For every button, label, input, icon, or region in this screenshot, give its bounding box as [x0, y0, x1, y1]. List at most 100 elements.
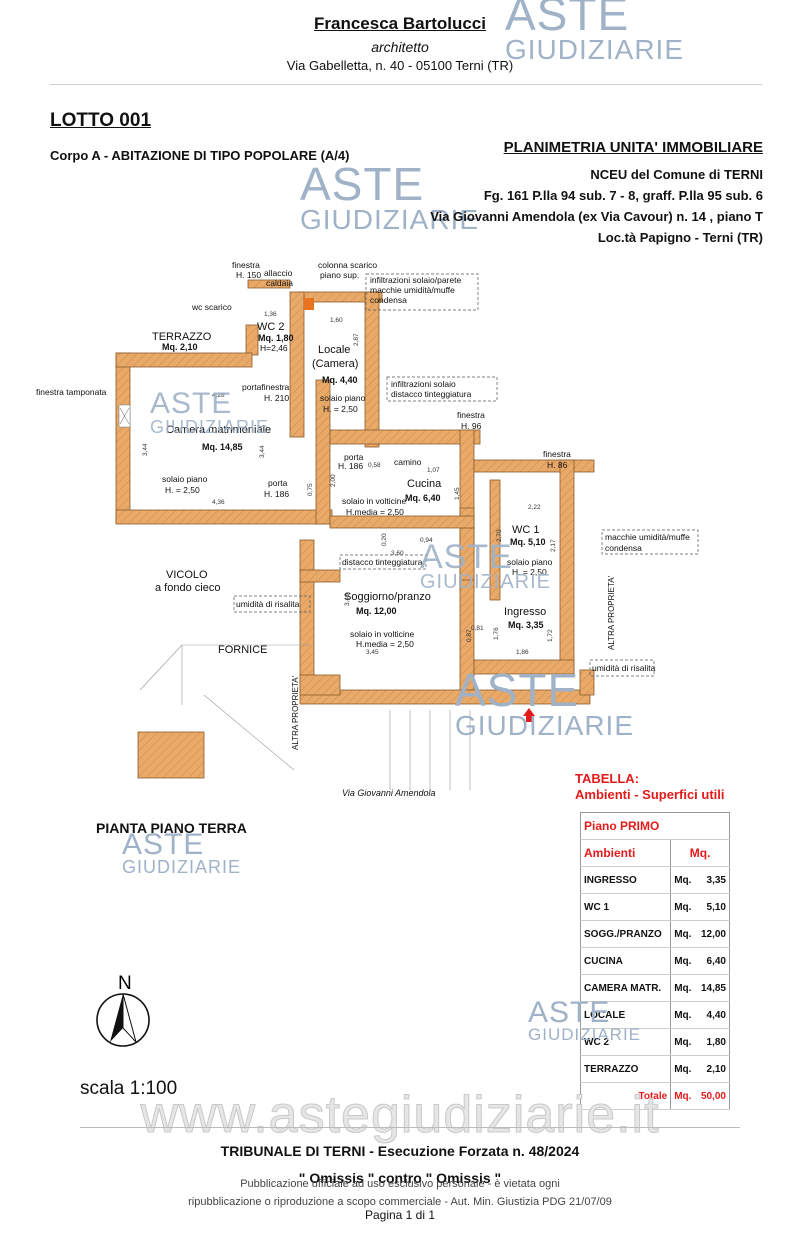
svg-text:solaio in volticine: solaio in volticine — [342, 496, 407, 506]
svg-text:Via Giovanni Amendola: Via Giovanni Amendola — [342, 788, 436, 798]
svg-text:H. 186: H. 186 — [264, 489, 289, 499]
svg-text:solaio piano: solaio piano — [162, 474, 208, 484]
svg-text:1,07: 1,07 — [427, 467, 440, 474]
svg-text:H. 210: H. 210 — [264, 393, 289, 403]
plan-line-1: NCEU del Comune di TERNI — [590, 167, 763, 182]
svg-text:0,75: 0,75 — [307, 483, 314, 496]
svg-text:0,81: 0,81 — [471, 625, 484, 632]
svg-text:3,44: 3,44 — [142, 443, 149, 456]
svg-text:H. 96: H. 96 — [461, 421, 482, 431]
svg-text:portafinestra: portafinestra — [242, 382, 290, 392]
plan-line-4: Loc.tà Papigno - Terni (TR) — [597, 230, 763, 245]
svg-text:wc scarico: wc scarico — [191, 302, 232, 312]
architect-role: architetto — [371, 39, 429, 55]
publication-note-2: ripubblicazione o riproduzione a scopo c… — [188, 1196, 612, 1208]
svg-text:4,28: 4,28 — [212, 392, 225, 399]
svg-text:0,58: 0,58 — [368, 462, 381, 469]
svg-text:1,72: 1,72 — [547, 629, 554, 642]
table-subtitle: Ambienti - Superfici utili — [575, 787, 725, 802]
svg-text:ALTRA PROPRIETA': ALTRA PROPRIETA' — [607, 575, 616, 650]
svg-text:(Camera): (Camera) — [312, 358, 358, 370]
svg-text:macchie umidità/muffe: macchie umidità/muffe — [605, 532, 690, 542]
svg-text:2,17: 2,17 — [550, 539, 557, 552]
svg-text:1,45: 1,45 — [454, 487, 461, 500]
svg-text:2,00: 2,00 — [330, 474, 337, 487]
table-row: CAMERA MATR.Mq.14,85 — [580, 974, 730, 1002]
architect-address: Via Gabelletta, n. 40 - 05100 Terni (TR) — [286, 58, 514, 73]
svg-text:piano sup.: piano sup. — [320, 270, 359, 280]
omissis-line: " Omissis " contro " Omissis " — [298, 1170, 502, 1186]
svg-text:1,86: 1,86 — [516, 649, 529, 656]
svg-text:1,60: 1,60 — [330, 317, 343, 324]
svg-text:Mq. 6,40: Mq. 6,40 — [405, 493, 441, 503]
svg-text:Mq. 14,85: Mq. 14,85 — [202, 442, 243, 452]
north-arrow-icon: N — [96, 973, 150, 1047]
svg-text:porta: porta — [268, 478, 288, 488]
boiler-marker — [304, 298, 314, 310]
floor-plan: finestra H. 150 allaccio caldaia colonna… — [36, 260, 699, 798]
svg-text:3,60: 3,60 — [391, 550, 404, 557]
lotto-title: LOTTO 001 — [50, 110, 152, 131]
svg-text:Soggiorno/pranzo: Soggiorno/pranzo — [344, 591, 431, 603]
svg-text:a fondo cieco: a fondo cieco — [155, 582, 220, 594]
svg-text:H. = 2,50: H. = 2,50 — [323, 404, 358, 414]
architect-name: Francesca Bartolucci — [314, 14, 486, 33]
svg-text:infiltrazioni solaio: infiltrazioni solaio — [391, 379, 456, 389]
svg-text:infiltrazioni solaio/parete: infiltrazioni solaio/parete — [370, 275, 461, 285]
svg-text:WC 1: WC 1 — [512, 524, 540, 536]
svg-text:H.media = 2,50: H.media = 2,50 — [356, 639, 414, 649]
svg-text:H. 186: H. 186 — [338, 461, 363, 471]
table-piano: Piano PRIMO — [580, 812, 730, 840]
svg-text:Ingresso: Ingresso — [504, 606, 546, 618]
table-total-row: Totale Mq. 50,00 — [580, 1082, 730, 1110]
scale-label: scala 1:100 — [80, 1078, 178, 1099]
svg-text:H. = 2,50: H. = 2,50 — [165, 485, 200, 495]
table-col-ambienti: Ambienti — [580, 839, 671, 867]
svg-text:2,70: 2,70 — [496, 529, 503, 542]
svg-text:colonna scarico: colonna scarico — [318, 260, 377, 270]
svg-text:Mq. 3,35: Mq. 3,35 — [508, 620, 544, 630]
svg-text:VICOLO: VICOLO — [166, 569, 208, 581]
svg-text:solaio in volticine: solaio in volticine — [350, 629, 415, 639]
svg-text:Locale: Locale — [318, 344, 350, 356]
pianta-label: PIANTA PIANO TERRA — [96, 820, 247, 836]
svg-text:caldaia: caldaia — [266, 278, 293, 288]
svg-text:umidità di risalita: umidità di risalita — [592, 663, 656, 673]
svg-text:Mq. 2,10: Mq. 2,10 — [162, 342, 198, 352]
page-number: Pagina 1 di 1 — [364, 1208, 436, 1222]
svg-text:finestra: finestra — [457, 410, 485, 420]
svg-text:umidità di risalita: umidità di risalita — [236, 599, 300, 609]
svg-text:distacco tinteggiatura: distacco tinteggiatura — [342, 557, 423, 567]
svg-text:H. 86: H. 86 — [547, 460, 568, 470]
svg-text:FORNICE: FORNICE — [218, 644, 268, 656]
header-divider — [50, 84, 762, 85]
svg-text:allaccio: allaccio — [264, 268, 293, 278]
svg-text:TERRAZZO: TERRAZZO — [152, 331, 212, 343]
footer-divider — [80, 1127, 740, 1128]
svg-text:finestra: finestra — [543, 449, 571, 459]
svg-text:0,94: 0,94 — [420, 537, 433, 544]
svg-text:H. = 2,50: H. = 2,50 — [512, 567, 547, 577]
publication-note-1: Pubblicazione ufficiale ad uso esclusivo… — [240, 1178, 560, 1190]
plan-line-3: Via Giovanni Amendola (ex Via Cavour) n.… — [430, 209, 763, 224]
svg-text:macchie umidità/muffe: macchie umidità/muffe — [370, 285, 455, 295]
svg-text:condensa: condensa — [605, 543, 642, 553]
svg-text:condensa: condensa — [370, 295, 407, 305]
plan-line-2: Fg. 161 P.lla 94 sub. 7 - 8, graff. P.ll… — [483, 188, 763, 203]
svg-text:ALTRA PROPRIETA': ALTRA PROPRIETA' — [291, 675, 300, 750]
svg-text:H. 150: H. 150 — [236, 270, 261, 280]
svg-text:4,36: 4,36 — [212, 499, 225, 506]
svg-text:distacco tinteggiatura: distacco tinteggiatura — [391, 389, 472, 399]
site-watermark: www.astegiudiziarie.it — [140, 1086, 660, 1145]
table-title: TABELLA: — [575, 771, 640, 786]
